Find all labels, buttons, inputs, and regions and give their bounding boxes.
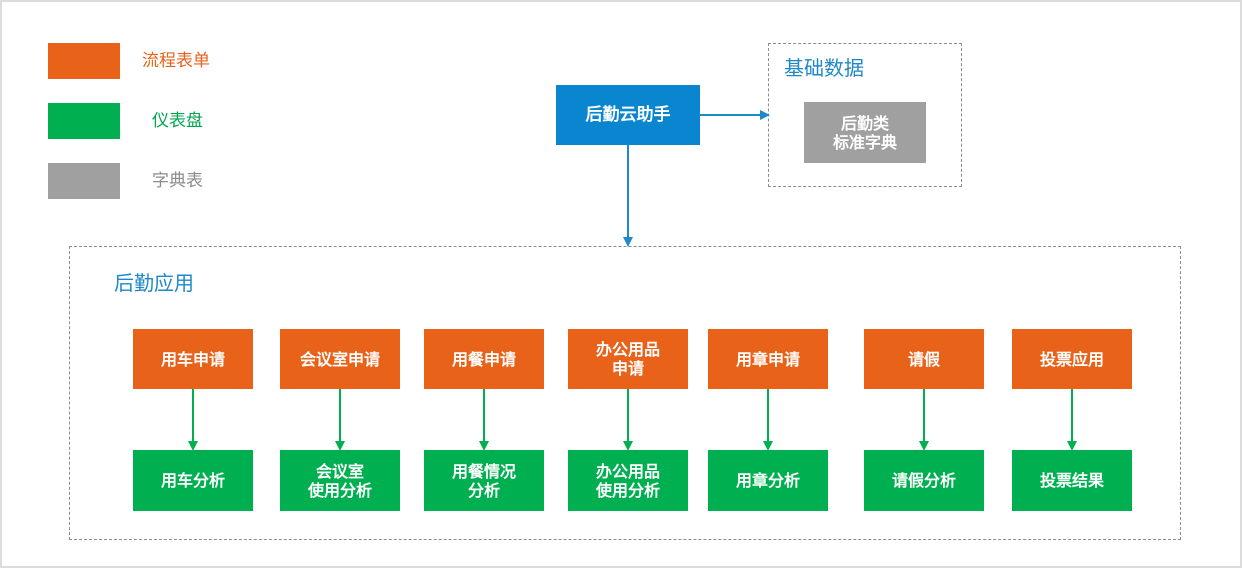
legend-label-dashboard: 仪表盘 <box>152 111 203 131</box>
form-label-car: 用车申请 <box>160 349 225 369</box>
legend-swatch-dictionary <box>48 163 120 199</box>
form-box-office-supplies: 办公用品 申请 <box>568 329 688 389</box>
dashboard-box-office-supplies: 办公用品 使用分析 <box>568 450 688 511</box>
dashboard-label-leave: 请假分析 <box>891 471 956 490</box>
form-box-vote: 投票应用 <box>1012 329 1132 389</box>
form-label-leave: 请假 <box>907 349 940 369</box>
dashboard-label-vote: 投票结果 <box>1039 471 1104 490</box>
dictionary-box: 后勤类 标准字典 <box>804 102 926 163</box>
form-box-meeting-room: 会议室申请 <box>280 329 400 389</box>
form-label-vote: 投票应用 <box>1039 349 1104 369</box>
dashboard-label-office-supplies: 办公用品 使用分析 <box>595 461 660 500</box>
legend-swatch-dashboard <box>48 103 120 139</box>
dictionary-label: 后勤类 标准字典 <box>832 113 897 152</box>
base-data-title: 基础数据 <box>784 56 864 80</box>
dashboard-label-meeting-room: 会议室 使用分析 <box>307 461 372 500</box>
dashboard-box-seal: 用章分析 <box>708 450 828 511</box>
dashboard-label-car: 用车分析 <box>160 471 225 490</box>
form-label-seal: 用章申请 <box>735 349 800 369</box>
hub-box: 后勤云助手 <box>556 85 700 145</box>
apps-title: 后勤应用 <box>114 271 194 295</box>
dashboard-label-meal: 用餐情况 分析 <box>451 461 516 500</box>
hub-label: 后勤云助手 <box>585 104 671 125</box>
dashboard-box-leave: 请假分析 <box>864 450 984 511</box>
form-box-car: 用车申请 <box>133 329 253 389</box>
form-label-meeting-room: 会议室申请 <box>299 349 380 369</box>
form-box-seal: 用章申请 <box>708 329 828 389</box>
legend-label-dictionary: 字典表 <box>152 171 203 191</box>
dashboard-box-vote: 投票结果 <box>1012 450 1132 511</box>
form-label-office-supplies: 办公用品 申请 <box>595 340 660 378</box>
legend-label-form: 流程表单 <box>142 51 210 71</box>
form-label-meal: 用餐申请 <box>451 349 516 369</box>
dashboard-box-meal: 用餐情况 分析 <box>424 450 544 511</box>
dashboard-label-seal: 用章分析 <box>735 471 800 490</box>
legend-swatch-form <box>48 43 120 79</box>
form-box-meal: 用餐申请 <box>424 329 544 389</box>
form-box-leave: 请假 <box>864 329 984 389</box>
dashboard-box-car: 用车分析 <box>133 450 253 511</box>
dashboard-box-meeting-room: 会议室 使用分析 <box>280 450 400 511</box>
